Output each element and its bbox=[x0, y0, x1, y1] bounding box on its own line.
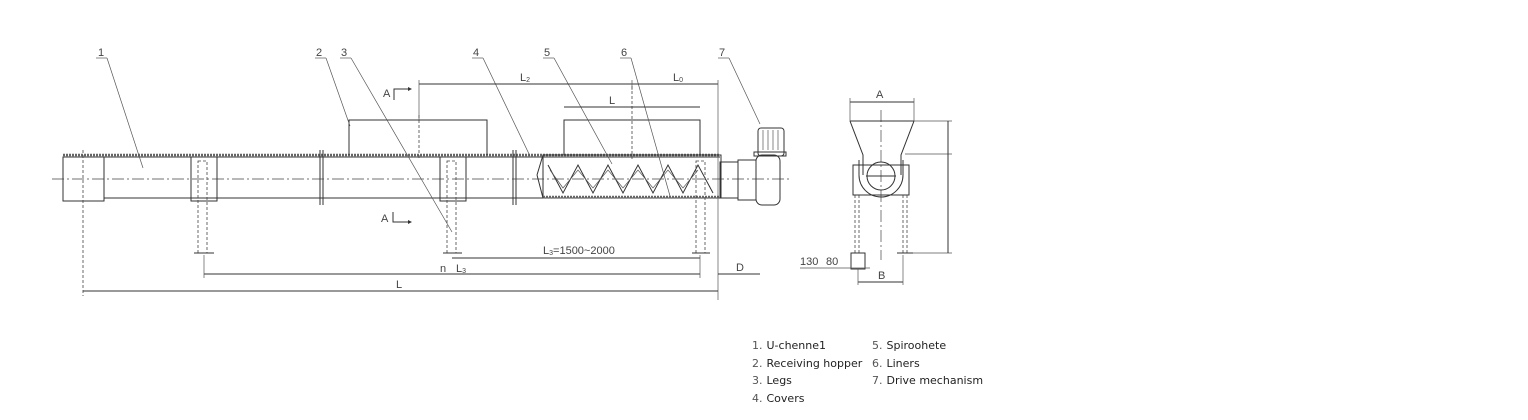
receiving-hopper bbox=[348, 115, 488, 160]
side-elevation: 1 2 3 4 5 6 7 A A L2 L0 L bbox=[52, 47, 790, 300]
legend-column-1: 1.U-chenne1 2.Receiving hopper 3.Legs 4.… bbox=[752, 339, 862, 409]
callout-7: 7 bbox=[719, 47, 725, 59]
dim-80: 80 bbox=[826, 256, 838, 268]
flanges bbox=[319, 150, 517, 205]
legend-item: 5.Spiroohete bbox=[872, 339, 947, 352]
section-marks: A A bbox=[381, 87, 412, 225]
legend-label: Covers bbox=[766, 391, 805, 405]
legend-item: 2.Receiving hopper bbox=[752, 356, 863, 370]
legend-item: 1.U-chenne1 bbox=[752, 339, 827, 352]
dim-l2: L2 bbox=[520, 72, 530, 84]
dim-d: D bbox=[736, 262, 744, 274]
legend-item: 6.Liners bbox=[872, 356, 920, 370]
legend-item: 4.Covers bbox=[752, 391, 805, 405]
dim-a: A bbox=[876, 89, 884, 101]
callout-3: 3 bbox=[341, 47, 347, 59]
drive-mechanism bbox=[719, 127, 787, 206]
legend-column-2: 5.Spiroohete 6.Liners 7.Drive mechanism bbox=[872, 339, 983, 392]
spiral-screw bbox=[536, 154, 722, 199]
legend-label: Liners bbox=[886, 356, 920, 370]
legs bbox=[190, 156, 710, 254]
outlet-section bbox=[563, 86, 701, 160]
legend-item: 3.Legs bbox=[752, 374, 792, 387]
callout-6: 6 bbox=[621, 47, 627, 59]
dim-n: n bbox=[440, 263, 446, 275]
legend-item: 7.Drive mechanism bbox=[872, 374, 984, 387]
dim-b: B bbox=[878, 270, 885, 282]
callout-4: 4 bbox=[473, 47, 479, 59]
dim-l0: L0 bbox=[673, 72, 683, 84]
dim-l3-range: L3=1500~2000 bbox=[543, 245, 615, 257]
dim-130: 130 bbox=[800, 256, 818, 268]
section-view: A B 130 80 bbox=[800, 89, 952, 285]
dimensions: L2 L0 L L3=1500~2000 n L3 D L bbox=[83, 72, 760, 300]
dim-l-total: L bbox=[396, 279, 402, 291]
legend-label: Drive mechanism bbox=[886, 374, 984, 387]
callout-5: 5 bbox=[544, 47, 550, 59]
legend-label: Legs bbox=[766, 374, 792, 387]
dim-l3: L3 bbox=[456, 263, 466, 275]
dim-l-hopper: L bbox=[609, 95, 615, 107]
section-mark-bottom: A bbox=[381, 213, 389, 225]
callout-1: 1 bbox=[98, 47, 104, 59]
callout-2: 2 bbox=[316, 47, 322, 59]
section-mark-top: A bbox=[383, 88, 391, 100]
legend-label: U-chenne1 bbox=[766, 339, 827, 352]
callouts: 1 2 3 4 5 6 7 bbox=[96, 47, 761, 233]
legend-label: Spiroohete bbox=[886, 339, 947, 352]
legend-label: Receiving hopper bbox=[766, 356, 863, 370]
